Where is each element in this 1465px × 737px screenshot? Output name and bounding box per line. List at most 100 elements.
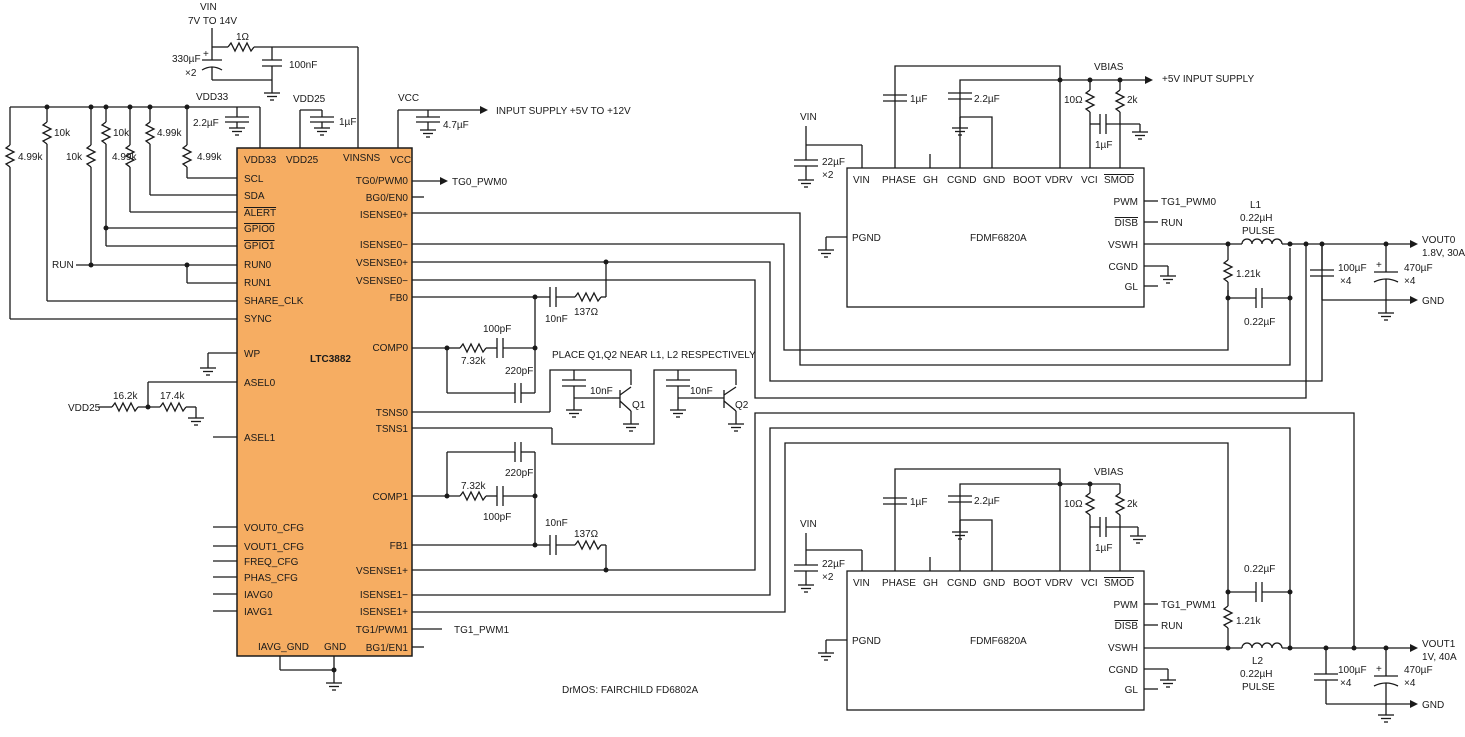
pin-bg0-en0: BG0/EN0 xyxy=(366,193,409,204)
pin-wp: WP xyxy=(244,349,260,360)
drmos-note: DrMOS: FAIRCHILD FD6802A xyxy=(562,685,698,696)
pin-tg0-pwm0: TG0/PWM0 xyxy=(356,176,409,187)
r-162-label: 16.2k xyxy=(113,391,138,402)
c-10na-label: 10nF xyxy=(545,314,568,325)
u-c22-label: 22µF xyxy=(822,157,845,168)
pin-run0: RUN0 xyxy=(244,260,272,271)
r-10d-label: 4.99k xyxy=(112,152,137,163)
u-l-type: PULSE xyxy=(1242,226,1275,237)
pin-tg1-pwm1: TG1/PWM1 xyxy=(356,625,409,636)
drmos-upper xyxy=(846,167,1145,308)
pin-isense0-p: ISENSE0+ xyxy=(360,210,408,221)
r-137b-label: 137Ω xyxy=(574,529,599,540)
c-330-mult: ×2 xyxy=(185,68,197,79)
pin-phas-cfg: PHAS_CFG xyxy=(244,573,298,584)
pin-isense1-p: ISENSE1+ xyxy=(360,607,408,618)
l-c22-mult: ×2 xyxy=(822,572,834,583)
r-174-label: 17.4k xyxy=(160,391,185,402)
polarity-plus: + xyxy=(203,49,209,60)
l-pin-cgnd: CGND xyxy=(947,578,976,589)
vin-range: 7V TO 14V xyxy=(188,16,237,27)
pin-gpio0: GPIO0 xyxy=(244,224,275,235)
l-pin-gnd: GND xyxy=(983,578,1005,589)
arrow-icon xyxy=(440,177,448,185)
u-l-value: 0.22µH xyxy=(1240,213,1272,224)
pin-iavg0: IAVG0 xyxy=(244,590,273,601)
arrow-icon xyxy=(1410,296,1418,304)
pin-asel1: ASEL1 xyxy=(244,433,276,444)
l-r2k-label: 2k xyxy=(1127,499,1139,510)
pin-vsense1-p: VSENSE1+ xyxy=(356,566,408,577)
pin-gpio1: GPIO1 xyxy=(244,241,275,252)
r-499a-label: 4.99k xyxy=(18,152,43,163)
pin-iavg1: IAVG1 xyxy=(244,607,273,618)
u-gnd-label: GND xyxy=(1422,296,1444,307)
l-pin-gh: GH xyxy=(923,578,938,589)
pin-vout0-cfg: VOUT0_CFG xyxy=(244,523,304,534)
c-4u7-label: 4.7µF xyxy=(443,120,469,131)
u-pin-disb: DISB xyxy=(1115,218,1139,229)
l-l-type: PULSE xyxy=(1242,682,1275,693)
c-220pb-label: 220pF xyxy=(505,468,533,479)
u-l-label: L1 xyxy=(1250,200,1262,211)
l-disb-signal: RUN xyxy=(1161,621,1183,632)
pin-comp0: COMP0 xyxy=(372,343,408,354)
u-pin-gh: GH xyxy=(923,175,938,186)
drmos-lower xyxy=(846,570,1145,711)
c-330-label: 330µF xyxy=(172,54,201,65)
r-10c-label: 10k xyxy=(113,128,130,139)
arrow-icon xyxy=(1145,76,1153,84)
r-10b-label: 10k xyxy=(66,152,83,163)
pin-tsns1: TSNS1 xyxy=(376,424,409,435)
pin-freq-cfg: FREQ_CFG xyxy=(244,557,299,568)
u-pin-cgnd: CGND xyxy=(947,175,976,186)
u-vbias-label: VBIAS xyxy=(1094,62,1124,73)
arrow-icon xyxy=(1410,700,1418,708)
pin-sda: SDA xyxy=(244,191,265,202)
r-499c-label: 4.99k xyxy=(197,152,222,163)
pin-vdd25: VDD25 xyxy=(286,155,319,166)
l-pin-vin: VIN xyxy=(853,578,870,589)
u-pin-vswh: VSWH xyxy=(1108,240,1138,251)
r-732a-label: 7.32k xyxy=(461,356,486,367)
u-r121-label: 1.21k xyxy=(1236,269,1261,280)
l-pin-disb: DISB xyxy=(1115,621,1139,632)
arrow-icon xyxy=(480,106,488,114)
tg1-signal: TG1_PWM1 xyxy=(454,625,509,636)
u-vin-label: VIN xyxy=(800,112,817,123)
l-vout-label: VOUT1 xyxy=(1422,639,1456,650)
u-pin-gnd: GND xyxy=(983,175,1005,186)
c-100pa-label: 100pF xyxy=(483,324,511,335)
ltc3882-chip xyxy=(236,147,413,657)
q2-label: Q2 xyxy=(735,400,749,411)
u-pwm-signal: TG1_PWM0 xyxy=(1161,197,1216,208)
l-pin-vswh: VSWH xyxy=(1108,643,1138,654)
c-10n-q1: 10nF xyxy=(590,386,613,397)
l-pin-pwm: PWM xyxy=(1114,600,1138,611)
pin-vsense0-p: VSENSE0+ xyxy=(356,258,408,269)
r-732b-label: 7.32k xyxy=(461,481,486,492)
l-c470-label: 470µF xyxy=(1404,665,1433,676)
u-c1ub-label: 1µF xyxy=(1095,140,1112,151)
l-c022-label: 0.22µF xyxy=(1244,564,1275,575)
c-220pa-label: 220pF xyxy=(505,366,533,377)
pin-alert: ALERT xyxy=(244,208,276,219)
resistor-1ohm xyxy=(227,41,255,53)
c-2u2-label: 2.2µF xyxy=(193,118,219,129)
l-c1ub-label: 1µF xyxy=(1095,543,1112,554)
ltc3882-label: LTC3882 xyxy=(310,354,351,365)
l-c22-label: 22µF xyxy=(822,559,845,570)
drmos-upper-name: FDMF6820A xyxy=(970,233,1027,244)
u-c1u-label: 1µF xyxy=(910,94,927,105)
u-pin-gl: GL xyxy=(1125,282,1139,293)
l-pin-phase: PHASE xyxy=(882,578,916,589)
arrow-icon xyxy=(1410,240,1418,248)
l-vin-label: VIN xyxy=(800,519,817,530)
q1-label: Q1 xyxy=(632,400,646,411)
pin-comp1: COMP1 xyxy=(372,492,408,503)
l-c100-mult: ×4 xyxy=(1340,678,1352,689)
u-vout-spec: 1.8V, 30A xyxy=(1422,248,1465,259)
l-gnd-label: GND xyxy=(1422,700,1444,711)
l-l-value: 0.22µH xyxy=(1240,669,1272,680)
u-c22-mult: ×2 xyxy=(822,170,834,181)
